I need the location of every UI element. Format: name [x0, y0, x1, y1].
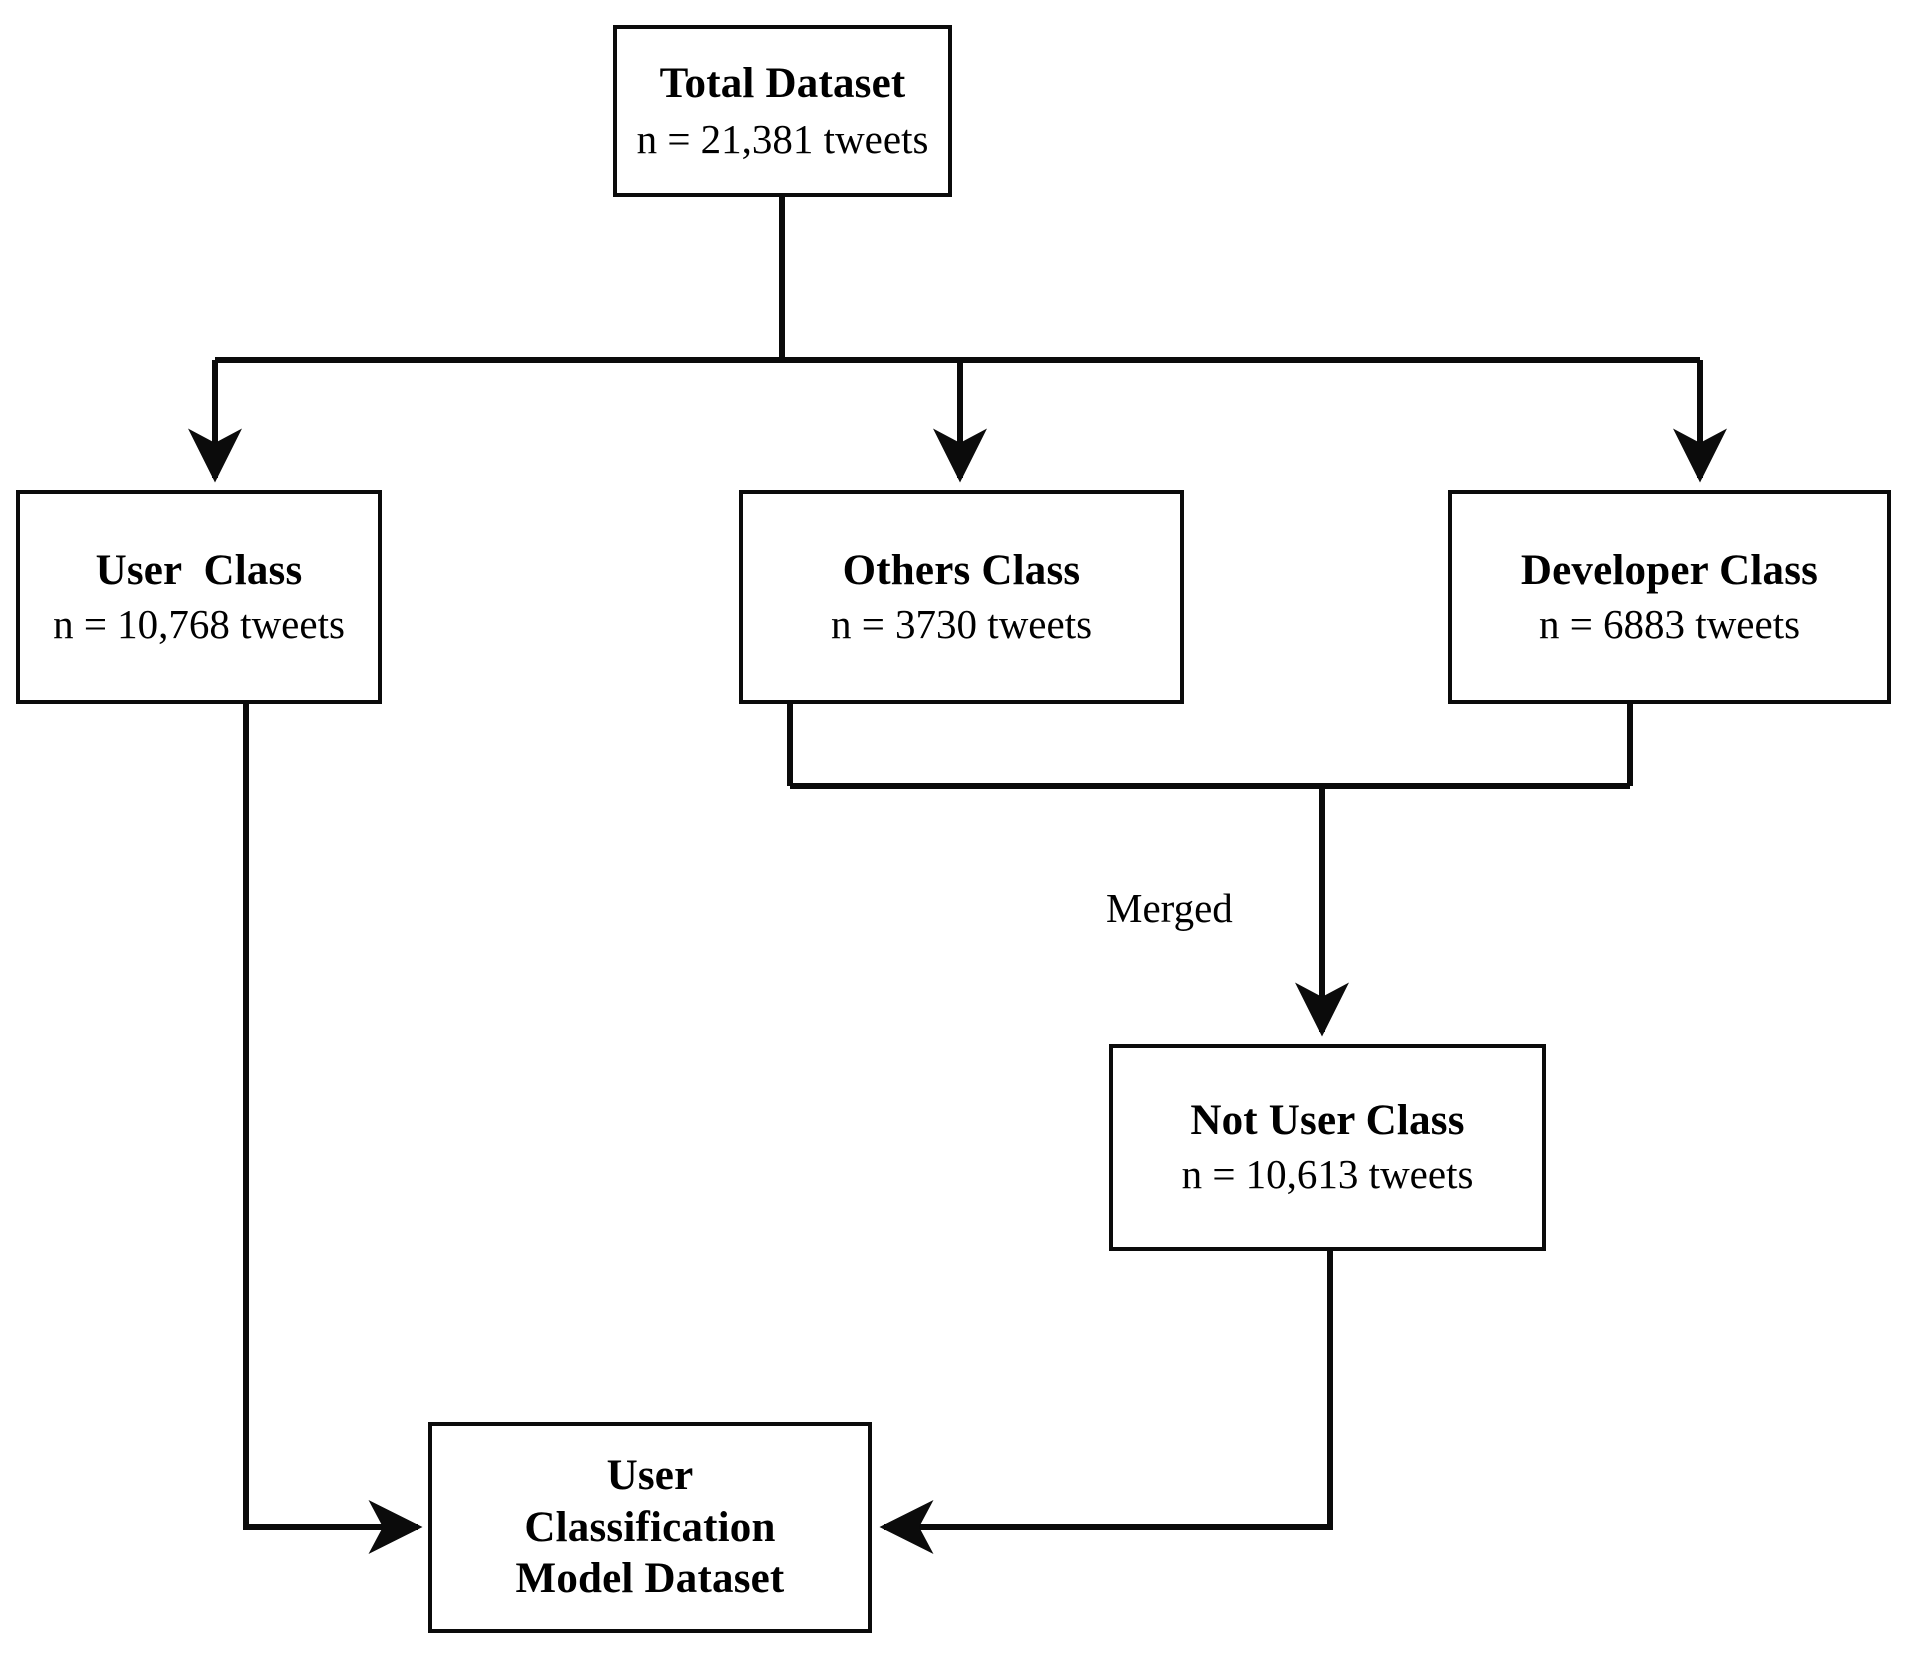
- edge-notuser-to-final: [879, 1251, 1333, 1554]
- node-not-user-class[interactable]: Not User Class n = 10,613 tweets: [1109, 1044, 1546, 1251]
- node-final-line-1: User: [606, 1452, 694, 1500]
- node-user-classification-model-dataset[interactable]: User Classification Model Dataset: [428, 1422, 872, 1633]
- node-final-line-2: Classification: [524, 1503, 776, 1551]
- node-developer-class-count: n = 6883 tweets: [1538, 600, 1801, 647]
- node-developer-class-title: Developer Class: [1520, 546, 1819, 594]
- node-developer-class[interactable]: Developer Class n = 6883 tweets: [1448, 490, 1891, 704]
- node-total-dataset[interactable]: Total Dataset n = 21,381 tweets: [613, 25, 952, 197]
- node-user-class[interactable]: User Class n = 10,768 tweets: [16, 490, 382, 704]
- node-others-class-count: n = 3730 tweets: [830, 600, 1093, 647]
- edge-user-to-final: [243, 704, 423, 1554]
- node-final-line-3: Model Dataset: [515, 1555, 785, 1603]
- node-others-class[interactable]: Others Class n = 3730 tweets: [739, 490, 1184, 704]
- node-user-class-title: User Class: [95, 546, 303, 594]
- node-not-user-class-title: Not User Class: [1190, 1097, 1465, 1145]
- node-user-class-count: n = 10,768 tweets: [53, 600, 345, 647]
- node-not-user-class-count: n = 10,613 tweets: [1181, 1151, 1474, 1198]
- edge-label-merged: Merged: [1106, 885, 1233, 931]
- node-total-dataset-count: n = 21,381 tweets: [636, 115, 929, 162]
- node-total-dataset-title: Total Dataset: [659, 59, 906, 107]
- node-others-class-title: Others Class: [842, 546, 1081, 594]
